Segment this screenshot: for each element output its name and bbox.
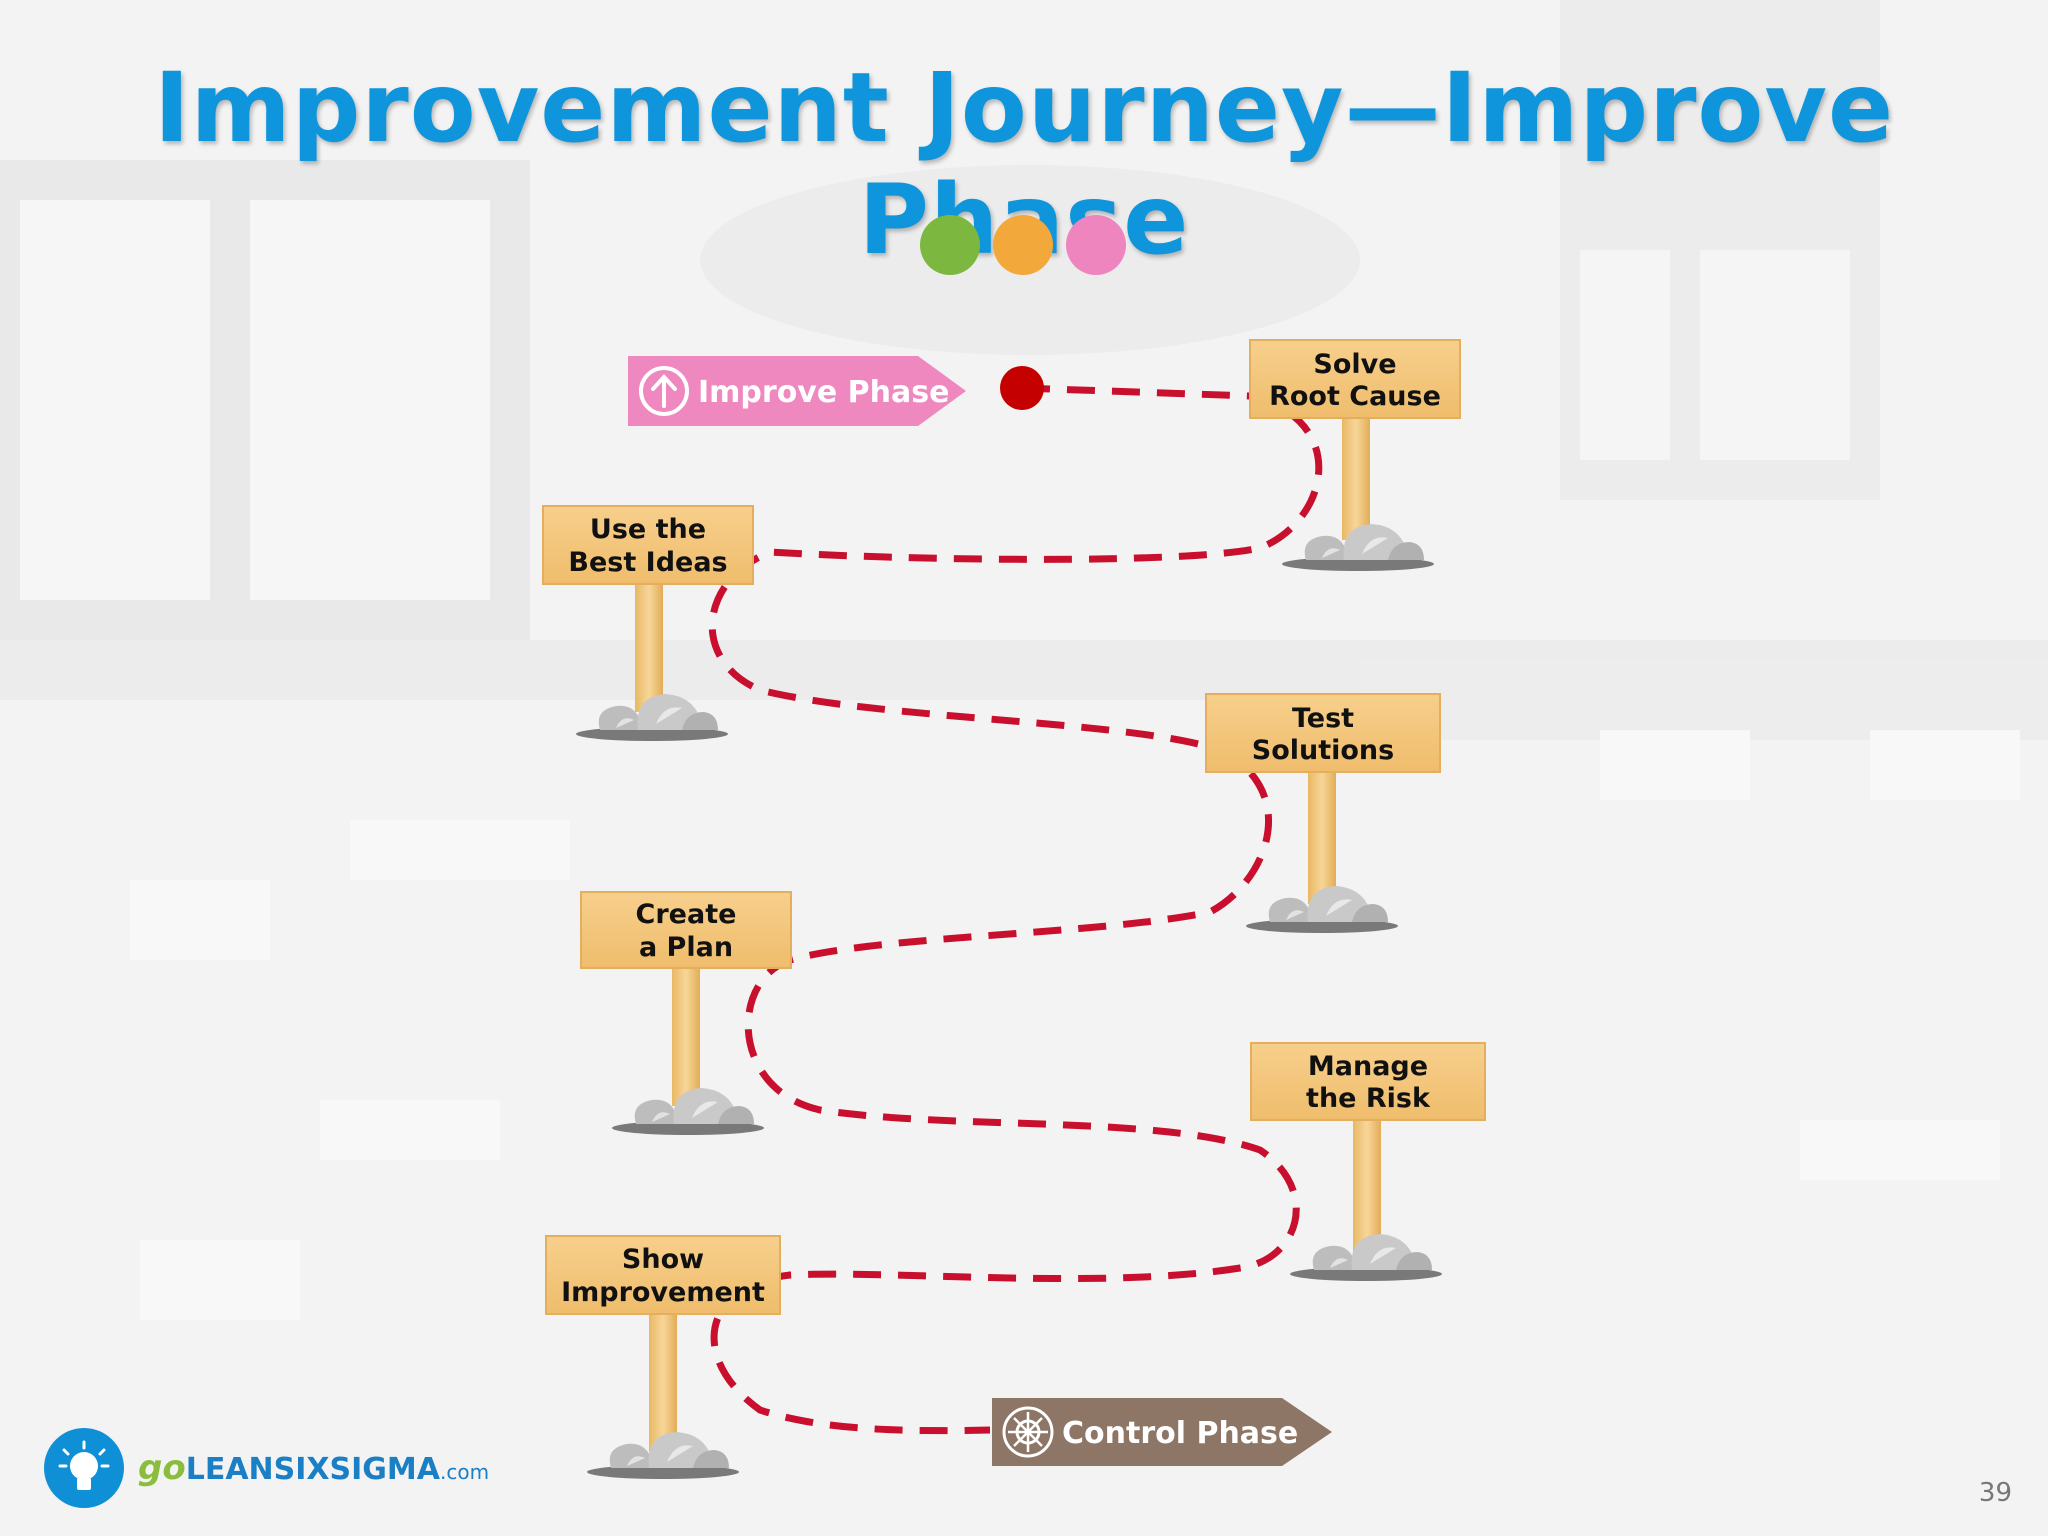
control-phase-label: Control Phase (1062, 1416, 1298, 1451)
signpost-test-solutions: Test Solutions (1205, 693, 1441, 933)
orange-dot (993, 215, 1053, 275)
logo-brand: LEANSIXSIGMA (185, 1452, 440, 1487)
page-number: 39 (1978, 1478, 2012, 1508)
control-phase-tag[interactable]: Control Phase (992, 1398, 1332, 1466)
sign-line2: Best Ideas (568, 547, 727, 578)
progress-dots (920, 215, 1126, 275)
signpost-show-improvement: Show Improvement (545, 1235, 781, 1479)
signpost-create-a-plan: Create a Plan (580, 891, 792, 1135)
sign-line2: Root Cause (1269, 381, 1441, 412)
sign-line1: Solve (1313, 349, 1396, 380)
start-dot (1000, 366, 1044, 410)
sign-line2: a Plan (639, 932, 733, 963)
sign-line1: Use the (590, 514, 706, 545)
signpost-solve-root-cause: Solve Root Cause (1249, 339, 1461, 571)
ship-wheel-icon (1002, 1406, 1054, 1458)
logo-text: goLEANSIXSIGMA.com (138, 1448, 489, 1488)
improve-phase-tag[interactable]: Improve Phase (628, 356, 966, 426)
logo-go: go (138, 1448, 186, 1488)
improve-phase-label: Improve Phase (698, 375, 949, 410)
lightbulb-icon (44, 1428, 124, 1508)
signpost-manage-the-risk: Manage the Risk (1250, 1042, 1486, 1281)
sign-line2: Solutions (1252, 735, 1394, 766)
up-arrow-circle-icon (639, 366, 689, 416)
sign-line1: Show (622, 1244, 704, 1275)
sign-line2: Improvement (561, 1277, 765, 1308)
sign-line1: Manage (1308, 1051, 1428, 1082)
sign-line1: Test (1292, 703, 1354, 734)
sign-line2: the Risk (1306, 1083, 1431, 1114)
sign-line1: Create (636, 899, 737, 930)
slide-title: Improvement Journey—Improve Phase (153, 52, 1895, 276)
logo[interactable]: goLEANSIXSIGMA.com (44, 1426, 489, 1510)
signpost-use-the-best-ideas: Use the Best Ideas (542, 505, 754, 741)
green-dot (920, 215, 980, 275)
journey-path (708, 384, 1323, 1435)
pink-dot (1066, 215, 1126, 275)
logo-suffix: .com (440, 1460, 490, 1484)
